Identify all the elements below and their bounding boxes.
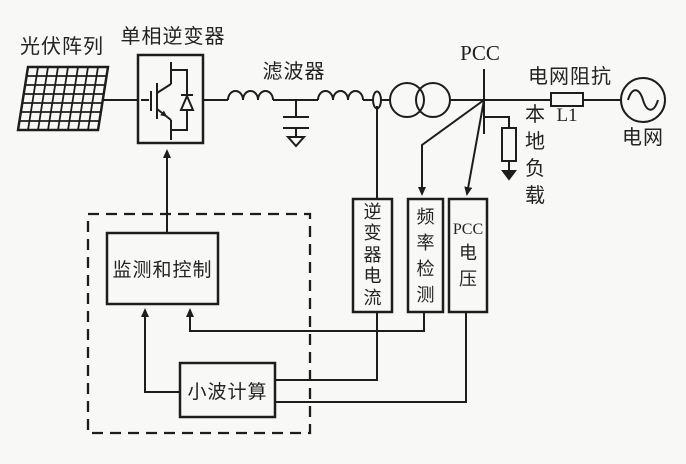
current-sensor-icon (372, 90, 382, 110)
pcc-voltage-box (447, 197, 489, 314)
inverter-label: 单相逆变器 (120, 26, 226, 48)
pcc-voltage-text-cjk: 电压 (459, 242, 477, 289)
frequency-detection-label: 频率检测 (408, 199, 443, 312)
pv-panel-icon (16, 65, 110, 132)
pcc-node-label: PCC (460, 41, 500, 65)
frequency-detection-text: 频率检测 (416, 206, 435, 305)
frequency-detection-box (406, 197, 445, 314)
wire-frequency-to-control (186, 308, 425, 332)
grid-impedance-icon (550, 92, 584, 107)
wire-wavelet-to-control (141, 308, 180, 393)
grid-impedance-label: 电网阻抗 (528, 66, 612, 88)
inductor-icon (317, 90, 364, 101)
pv-array-label: 光伏阵列 (20, 36, 104, 58)
wire-inverter-current-to-wavelet (275, 312, 378, 381)
inverter-current-box (351, 197, 394, 314)
controller-dashed-boundary (86, 212, 312, 435)
grid-impedance-ref-label: L1 (556, 105, 578, 126)
filter-label: 滤波器 (262, 61, 326, 83)
wavelet-calculation-box (178, 361, 277, 419)
inductor-icon (227, 90, 274, 101)
inverter-current-label: 逆变器电流 (353, 199, 392, 312)
wire-pcc-to-pcc-voltage (464, 99, 485, 196)
wavelet-calculation-label: 小波计算 (187, 381, 268, 403)
wire-pcc-voltage-to-wavelet (275, 312, 467, 403)
igbt-inverter-icon (136, 53, 205, 145)
pcc-voltage-label: PCC 电压 (449, 199, 487, 312)
inverter-current-text: 逆变器电流 (363, 201, 382, 308)
local-load-icon (484, 116, 517, 181)
grid-source-icon (620, 77, 666, 123)
transformer-icon (389, 82, 451, 118)
monitoring-control-box (105, 231, 220, 306)
pcc-voltage-text-latin: PCC (452, 220, 484, 238)
grid-label: 电网 (622, 127, 664, 149)
monitoring-control-label: 监测和控制 (112, 260, 213, 281)
wire-pcc-to-frequency-detection (418, 99, 485, 196)
capacitor-icon (283, 100, 309, 148)
local-load-label: 本地负载 (525, 104, 545, 207)
